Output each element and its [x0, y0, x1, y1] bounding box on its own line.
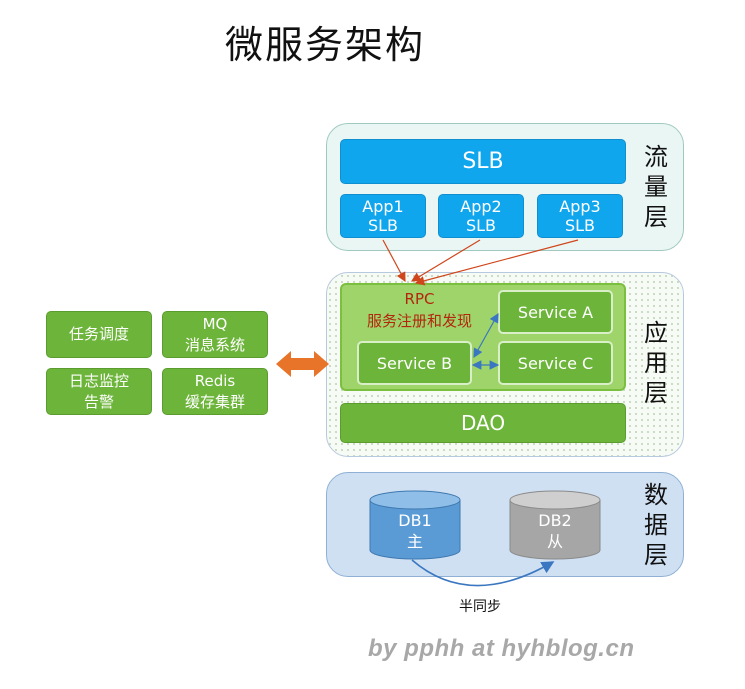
app3-type: SLB	[564, 216, 596, 235]
app1-type: SLB	[367, 216, 399, 235]
layer-label-char: 数	[644, 481, 668, 509]
logging-desc: 告警	[83, 392, 114, 411]
mq-desc: 消息系统	[184, 335, 245, 354]
layer-label-char: 层	[644, 541, 668, 569]
redis-name: Redis	[194, 371, 236, 390]
app1-name: App1	[362, 197, 404, 216]
app2-type: SLB	[465, 216, 497, 235]
db2-label: DB2 从	[510, 510, 600, 552]
db2-name: DB2	[538, 511, 572, 530]
slb-box: SLB	[340, 139, 626, 184]
mq-name: MQ	[202, 314, 228, 333]
app2-name: App2	[460, 197, 502, 216]
service-c-box: Service C	[498, 341, 613, 385]
service-a-box: Service A	[498, 290, 613, 334]
app3-name: App3	[559, 197, 601, 216]
redis-box: Redis 缓存集群	[162, 368, 268, 415]
data-layer-label: 数据层	[641, 480, 671, 570]
logging-monitoring-box: 日志监控告警	[46, 368, 152, 415]
db1-role: 主	[406, 532, 423, 551]
watermark: by pphh at hyhblog.cn	[368, 635, 635, 662]
dao-box: DAO	[340, 403, 626, 443]
db1-label: DB1 主	[370, 510, 460, 552]
task-scheduling-box: 任务调度	[46, 311, 152, 358]
side-components-double-arrow	[276, 351, 329, 377]
rpc-label: RPC 服务注册和发现	[352, 288, 487, 332]
redis-desc: 缓存集群	[184, 392, 245, 411]
service-b-box: Service B	[357, 341, 472, 385]
mq-box: MQ 消息系统	[162, 311, 268, 358]
rpc-subtitle: 服务注册和发现	[366, 312, 472, 330]
layer-label-char: 应	[644, 319, 668, 347]
logging-name: 日志监控	[68, 371, 129, 390]
page-title: 微服务架构	[224, 23, 425, 67]
layer-label-char: 流	[644, 143, 668, 171]
layer-label-char: 层	[644, 379, 668, 407]
traffic-layer-label: 流量层	[641, 142, 671, 232]
application-layer-label: 应用层	[641, 318, 671, 408]
db1-name: DB1	[398, 511, 432, 530]
task-scheduling-label: 任务调度	[68, 325, 129, 343]
layer-label-char: 据	[644, 511, 668, 539]
db2-role: 从	[546, 532, 563, 551]
rpc-title: RPC	[404, 290, 435, 308]
layer-label-char: 用	[644, 349, 668, 377]
layer-label-char: 层	[644, 203, 668, 231]
semi-sync-label: 半同步	[459, 599, 501, 615]
layer-label-char: 量	[644, 173, 668, 201]
